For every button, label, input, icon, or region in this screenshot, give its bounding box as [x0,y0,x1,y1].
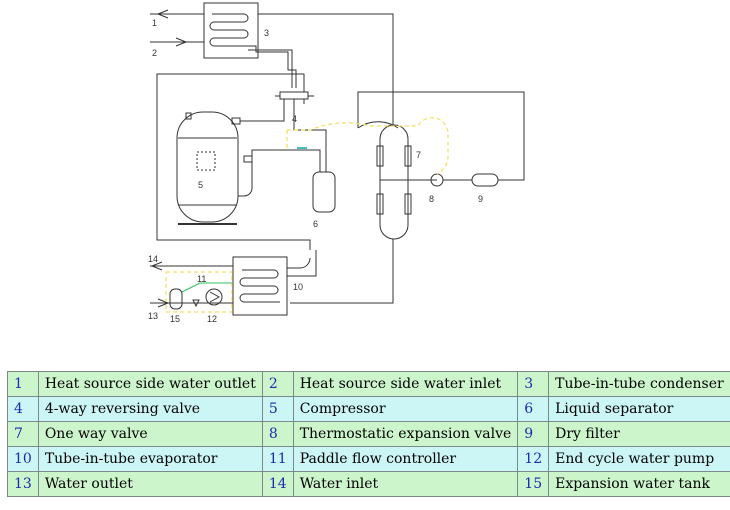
legend-label: Water inlet [292,471,519,497]
end-cycle-water-pump [205,288,223,306]
legend-label: Liquid separator [548,396,730,422]
suction-fitting [243,155,253,163]
label-5: 5 [198,180,203,190]
four-way-valve-body [279,91,309,100]
legend-label: One way valve [37,421,263,447]
label-9: 9 [478,194,483,204]
flow-controller-symbol [192,299,200,308]
one-way-valve-c [376,193,384,215]
legend-row: 4 4-way reversing valve 5 Compressor 6 L… [7,396,730,422]
component-legend-table: 1 Heat source side water outlet 2 Heat s… [7,371,730,497]
pipe-to-evaporator [290,239,394,304]
legend-label: Heat source side water inlet [292,371,519,397]
legend-label: Dry filter [548,421,730,447]
expansion-water-tank [169,288,183,310]
legend-number: 11 [261,446,294,472]
pipe-separator-to-compressor [238,149,321,197]
legend-row: 7 One way valve 8 Thermostatic expansion… [7,421,730,447]
evaporator-box [232,256,288,316]
pipe-valve-to-separator [293,108,327,172]
arrow-water-inlet-14 [150,261,163,271]
legend-label: Paddle flow controller [292,446,519,472]
one-way-valve-b [404,145,412,167]
legend-label: Tube-in-tube condenser [548,371,730,397]
legend-label: Tube-in-tube evaporator [37,446,263,472]
condenser-box [203,2,259,59]
compressor-terminal [185,112,192,120]
label-11: 11 [197,274,206,284]
compressor-body [176,111,239,223]
arrow-water-outlet-1 [156,9,169,19]
label-6: 6 [313,219,318,229]
label-15: 15 [170,314,180,324]
label-4: 4 [292,114,297,124]
legend-number: 7 [7,421,39,447]
legend-number: 12 [517,446,550,472]
arrow-water-inlet-2 [175,37,188,47]
legend-label: Water outlet [37,471,263,497]
liquid-separator [312,171,336,213]
legend-number: 14 [261,471,294,497]
legend-number: 1 [7,371,39,397]
evaporator-coil [239,269,280,303]
pipe-left-loop [156,73,311,250]
pipe-condenser-right [258,13,394,125]
pipe-condenser-to-valve-2 [248,49,293,88]
label-14: 14 [148,254,158,264]
legend-label: Compressor [292,396,519,422]
dry-filter [471,173,499,187]
label-8: 8 [429,194,434,204]
legend-label: Heat source side water outlet [37,371,263,397]
pipe-condenser-to-valve [248,45,297,88]
legend-row: 10 Tube-in-tube evaporator 11 Paddle flo… [7,446,730,472]
legend-number: 4 [7,396,39,422]
pipe-right-loop [357,91,525,181]
condenser-coil [209,13,249,47]
legend-row: 1 Heat source side water outlet 2 Heat s… [7,371,730,397]
legend-label: End cycle water pump [548,446,730,472]
pipe-evaporator-top [287,257,311,269]
legend-number: 6 [517,396,550,422]
label-13: 13 [148,311,158,321]
legend-number: 15 [517,471,550,497]
one-way-valve-d [404,193,412,215]
legend-number: 2 [261,371,294,397]
label-7: 7 [416,150,421,160]
pipe-valve-to-compressor [240,104,285,122]
label-1: 1 [152,18,157,28]
pipe-evaporator-right [287,250,317,277]
legend-number: 9 [517,421,550,447]
legend-number: 5 [261,396,294,422]
label-3: 3 [264,28,269,38]
flow-controller-wire [181,282,232,293]
flow-controller-box [165,271,233,313]
arrow-water-outlet-13 [157,298,170,308]
legend-number: 8 [261,421,294,447]
compressor-port [231,117,241,125]
label-2: 2 [152,48,157,58]
refrigeration-circuit-diagram: 1 2 3 4 5 6 7 8 9 10 11 12 13 14 15 [148,2,525,324]
compressor-nameplate [196,151,216,171]
legend-label: 4-way reversing valve [37,396,263,422]
one-way-valve-a [376,145,384,167]
legend-label: Thermostatic expansion valve [292,421,519,447]
legend-label: Expansion water tank [548,471,730,497]
legend-number: 3 [517,371,550,397]
legend-row: 13 Water outlet 14 Water inlet 15 Expans… [7,471,730,497]
legend-number: 10 [7,446,39,472]
sensor-line-dashed [286,117,449,175]
label-10: 10 [293,282,303,292]
pump-arrow [209,291,221,303]
legend-number: 13 [7,471,39,497]
label-12: 12 [207,314,217,324]
one-way-valve-frame [379,124,409,240]
